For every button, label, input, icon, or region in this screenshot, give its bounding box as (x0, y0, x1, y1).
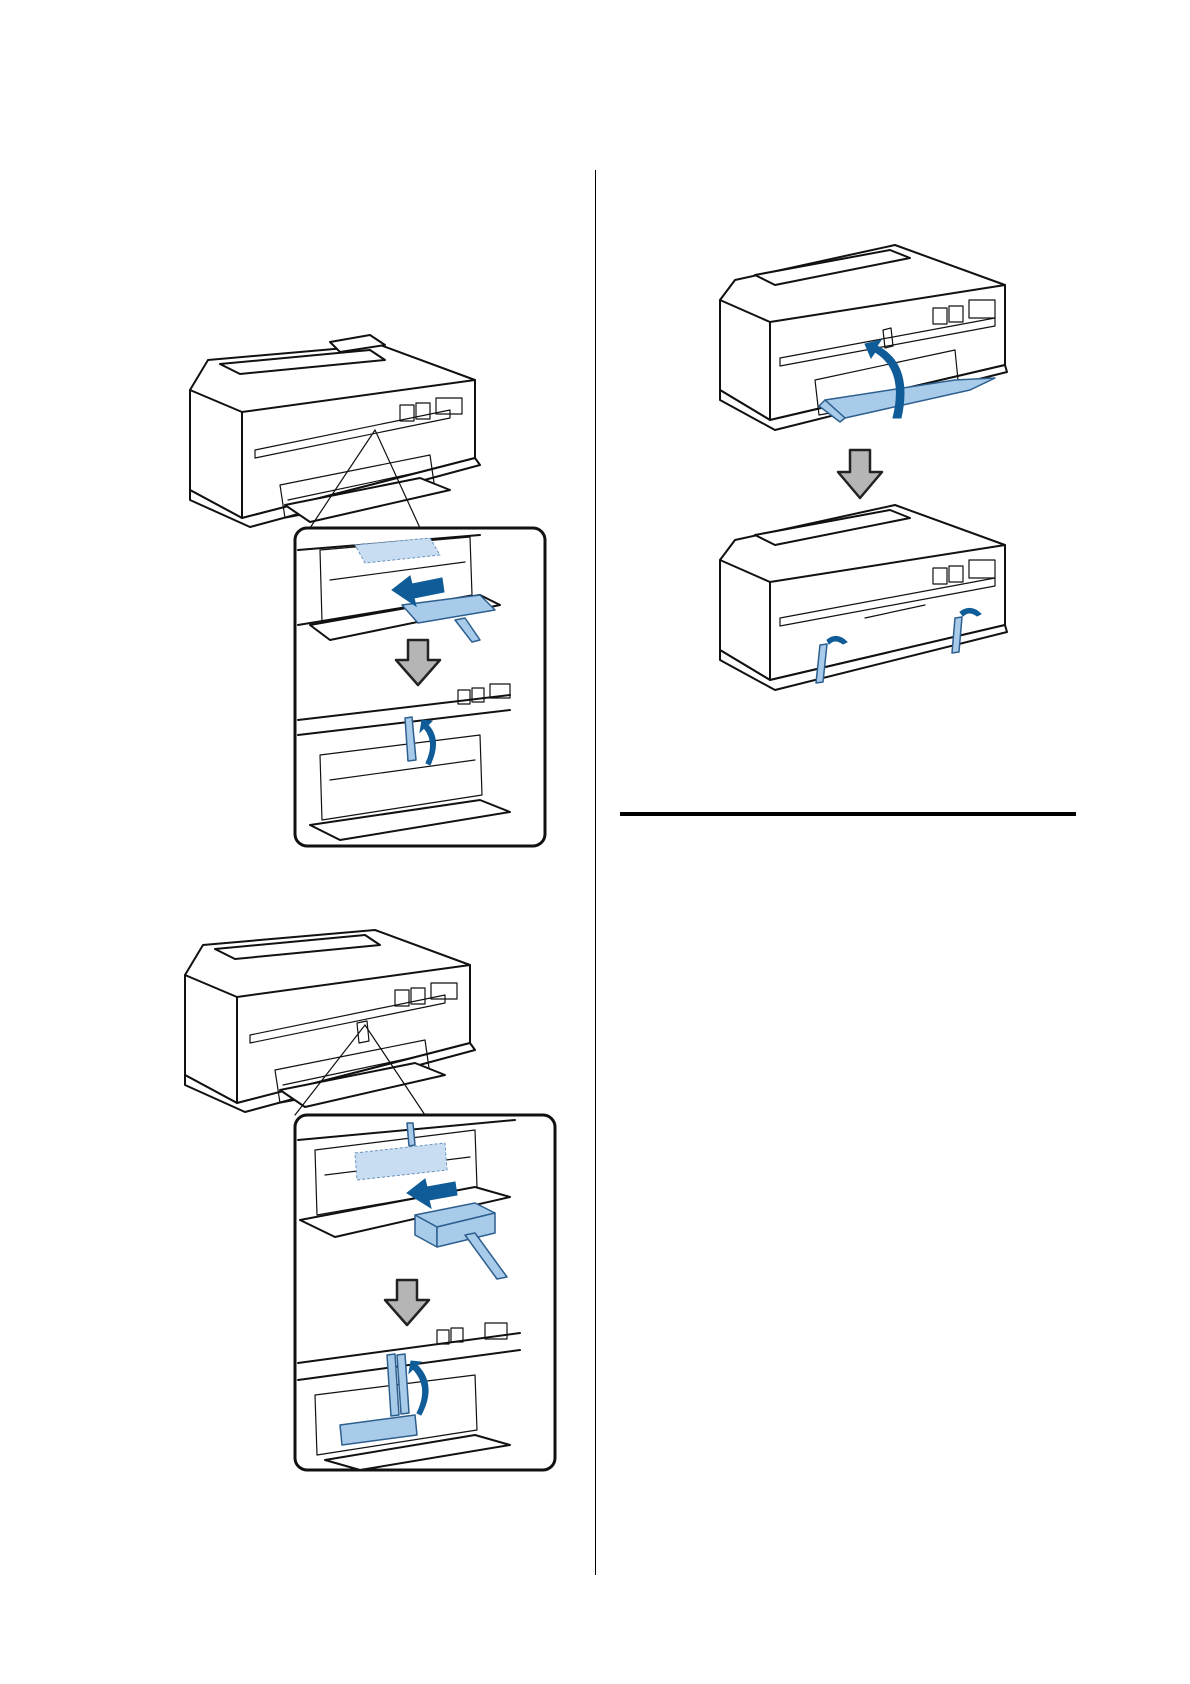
printer-insert-tray-illustration (180, 340, 560, 860)
printer-close-front-cover-illustration (715, 240, 1025, 700)
down-arrow-icon (838, 450, 882, 498)
printer-icon (720, 505, 1007, 690)
printer-icon (190, 335, 480, 527)
figure-close-cover-top-right (715, 240, 1025, 700)
printer-icon (720, 245, 1007, 430)
column-divider (595, 170, 596, 1575)
section-rule (620, 812, 1076, 816)
figure-install-cartridge-bottom-left (175, 925, 570, 1495)
printer-icon (185, 930, 475, 1112)
figure-install-tray-top-left (180, 340, 560, 860)
printer-insert-block-illustration (175, 925, 570, 1495)
callout-frame (295, 528, 545, 846)
